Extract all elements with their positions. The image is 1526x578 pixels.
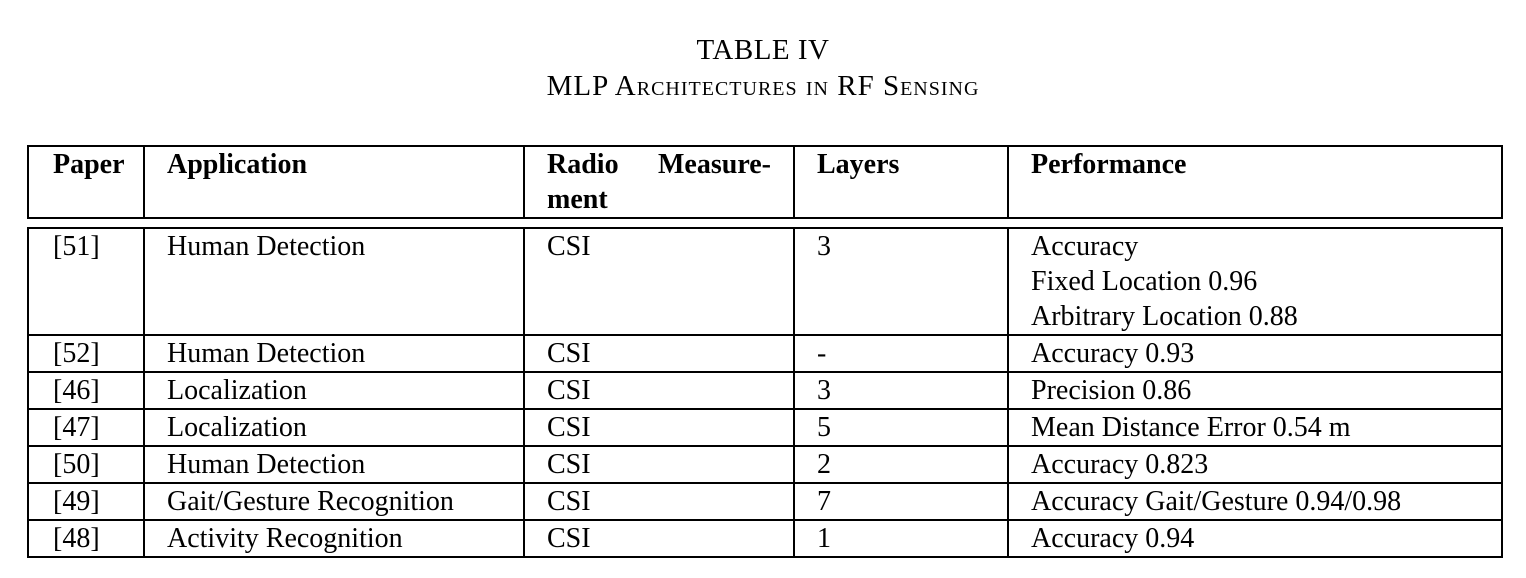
- cell-application: Human Detection: [143, 227, 525, 336]
- cell-radio-measurement: CSI: [523, 519, 795, 558]
- header-layers: Layers: [793, 145, 1009, 219]
- cell-layers: -: [793, 334, 1009, 373]
- table-header: Paper Application Radio Measure- ment La…: [27, 145, 1503, 219]
- header-radio-measurement: Radio Measure- ment: [523, 145, 795, 219]
- cell-paper: [47]: [27, 408, 145, 447]
- performance-line: Accuracy 0.823: [1031, 449, 1209, 480]
- performance-line: Accuracy Gait/Gesture 0.94/0.98: [1031, 486, 1402, 517]
- header-radio-line1: Radio Measure-: [547, 149, 771, 180]
- cell-paper: [52]: [27, 334, 145, 373]
- cell-performance: Accuracy 0.93: [1007, 334, 1503, 373]
- cell-layers: 7: [793, 482, 1009, 521]
- cell-radio-measurement: CSI: [523, 445, 795, 484]
- table-title: MLP Architectures in RF Sensing: [546, 70, 980, 102]
- cell-radio-measurement: CSI: [523, 227, 795, 336]
- cell-performance: Accuracy Gait/Gesture 0.94/0.98: [1007, 482, 1503, 521]
- cell-paper: [51]: [27, 227, 145, 336]
- cell-performance: Precision 0.86: [1007, 371, 1503, 410]
- performance-line: Arbitrary Location 0.88: [1031, 301, 1298, 332]
- cell-radio-measurement: CSI: [523, 334, 795, 373]
- table-label: TABLE IV: [696, 34, 830, 66]
- header-paper: Paper: [27, 145, 145, 219]
- performance-line: Accuracy 0.93: [1031, 338, 1195, 369]
- cell-paper: [49]: [27, 482, 145, 521]
- cell-application: Human Detection: [143, 445, 525, 484]
- performance-line: Accuracy 0.94: [1031, 523, 1195, 554]
- performance-line: Precision 0.86: [1031, 375, 1192, 406]
- header-performance: Performance: [1007, 145, 1503, 219]
- cell-radio-measurement: CSI: [523, 482, 795, 521]
- cell-performance: Mean Distance Error 0.54 m: [1007, 408, 1503, 447]
- cell-application: Localization: [143, 408, 525, 447]
- cell-radio-measurement: CSI: [523, 371, 795, 410]
- header-application: Application: [143, 145, 525, 219]
- cell-layers: 3: [793, 371, 1009, 410]
- cell-layers: 5: [793, 408, 1009, 447]
- header-radio-line2: ment: [547, 184, 608, 215]
- performance-line: Accuracy: [1031, 231, 1139, 262]
- cell-paper: [50]: [27, 445, 145, 484]
- cell-layers: 3: [793, 227, 1009, 336]
- cell-application: Localization: [143, 371, 525, 410]
- cell-paper: [46]: [27, 371, 145, 410]
- cell-layers: 1: [793, 519, 1009, 558]
- cell-performance: Accuracy 0.94: [1007, 519, 1503, 558]
- cell-paper: [48]: [27, 519, 145, 558]
- cell-application: Human Detection: [143, 334, 525, 373]
- performance-line: Fixed Location 0.96: [1031, 266, 1258, 297]
- cell-application: Gait/Gesture Recognition: [143, 482, 525, 521]
- cell-radio-measurement: CSI: [523, 408, 795, 447]
- cell-performance: Accuracy 0.823: [1007, 445, 1503, 484]
- performance-line: Mean Distance Error 0.54 m: [1031, 412, 1351, 443]
- cell-layers: 2: [793, 445, 1009, 484]
- cell-application: Activity Recognition: [143, 519, 525, 558]
